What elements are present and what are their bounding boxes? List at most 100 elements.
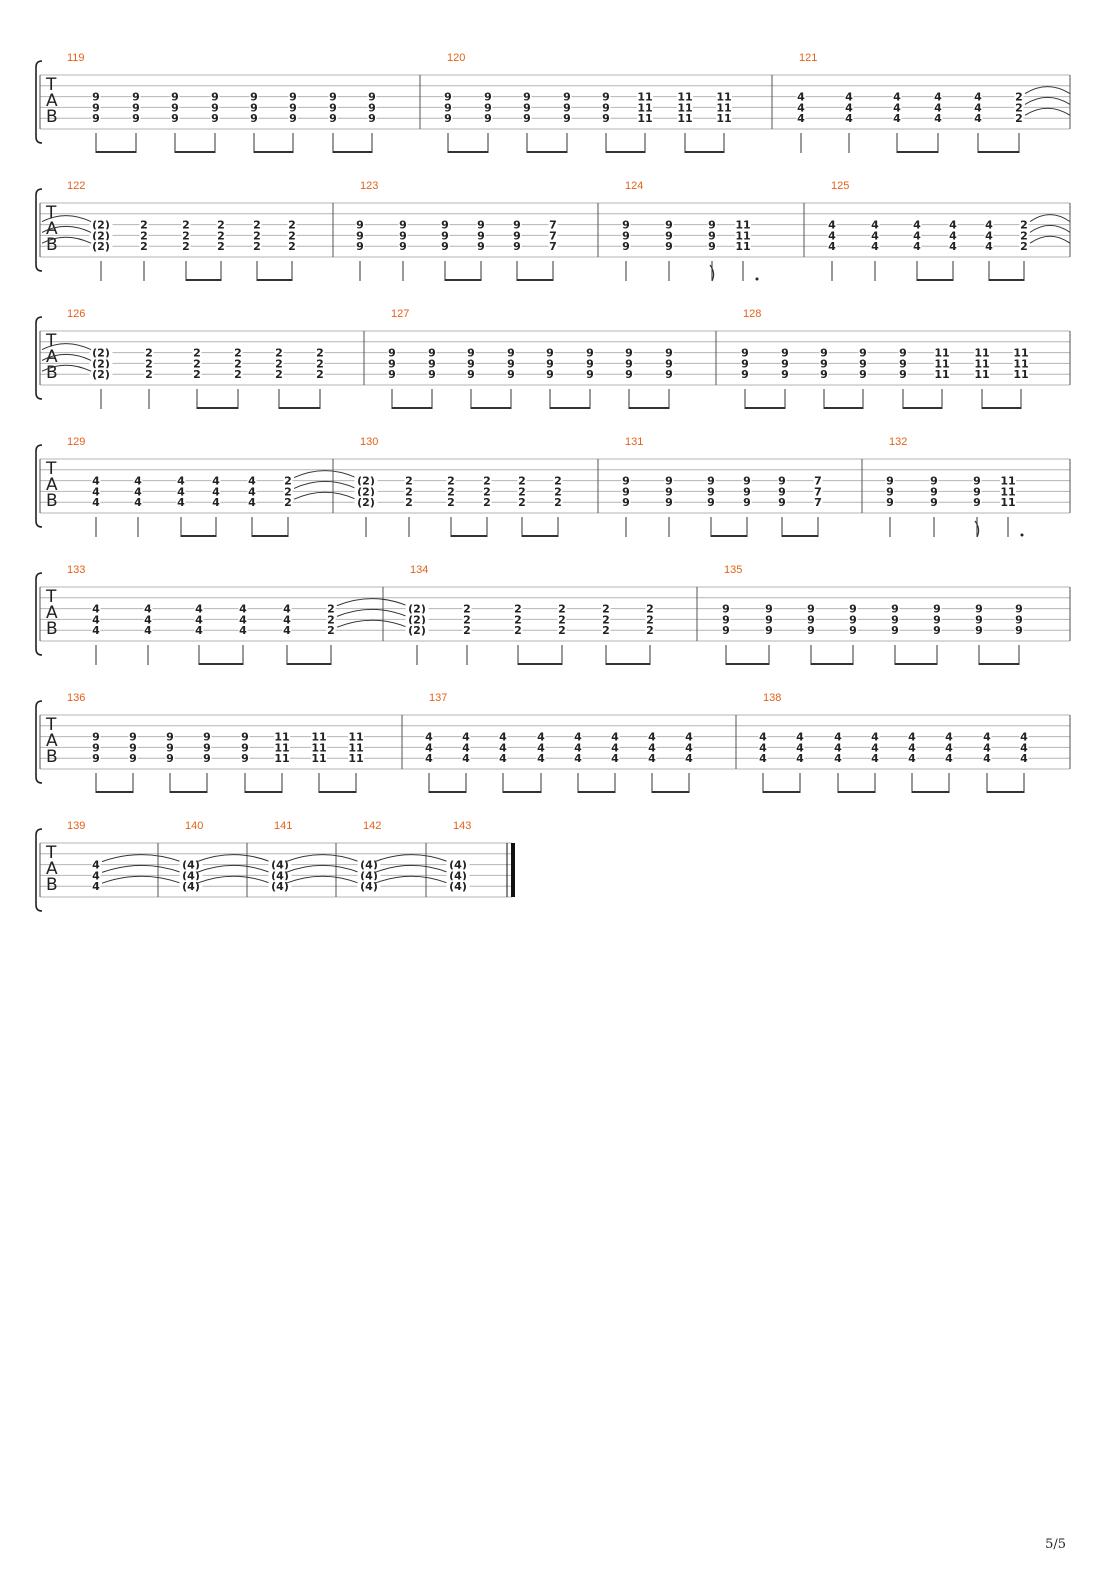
- fret-number: (2): [357, 475, 375, 488]
- fret-background: [89, 229, 113, 241]
- fret-number: (4): [271, 869, 289, 882]
- fret-background: [858, 368, 868, 380]
- fret-number: 9: [399, 229, 407, 242]
- fret-number: 4: [195, 624, 203, 637]
- fret-number: 4: [796, 731, 804, 744]
- tab-clef-letter: B: [46, 107, 58, 127]
- fret-background: [548, 229, 558, 241]
- system-bracket: [35, 316, 43, 400]
- fret-number: 9: [586, 368, 594, 381]
- tab-clef-letter: B: [46, 363, 58, 383]
- fret-background: [735, 229, 751, 241]
- fret-number: 9: [741, 357, 749, 370]
- fret-background: [446, 858, 470, 870]
- fret-number: 4: [1020, 741, 1028, 754]
- fret-number: 9: [707, 496, 715, 509]
- fret-number: 9: [930, 496, 938, 509]
- fret-number: 7: [814, 475, 822, 488]
- fret-number: 9: [563, 101, 571, 114]
- tab-clef-letter: A: [46, 219, 58, 239]
- fret-number: 9: [368, 91, 376, 104]
- fret-number: 4: [871, 240, 879, 253]
- fret-number: 4: [212, 485, 220, 498]
- fret-background: [890, 602, 900, 614]
- fret-number: 4: [144, 613, 152, 626]
- fret-background: [621, 218, 631, 230]
- fret-background: [885, 485, 895, 497]
- fret-number: 9: [625, 368, 633, 381]
- fret-number: 4: [92, 475, 100, 488]
- fret-background: [91, 90, 101, 102]
- fret-number: 2: [514, 613, 522, 626]
- fret-background: [664, 218, 674, 230]
- fret-number: 9: [933, 603, 941, 616]
- fret-number: 4: [834, 731, 842, 744]
- fret-background: [498, 741, 508, 753]
- measure-number: 120: [447, 52, 465, 64]
- fret-background: [440, 229, 450, 241]
- fret-number: 4: [983, 741, 991, 754]
- fret-background: [446, 880, 470, 892]
- fret-background: [91, 474, 101, 486]
- fret-background: [972, 485, 982, 497]
- fret-background: [165, 730, 175, 742]
- fret-background: [252, 240, 262, 252]
- fret-number: 2: [447, 475, 455, 488]
- fret-background: [777, 496, 787, 508]
- fret-number: 11: [311, 741, 326, 754]
- fret-background: [1019, 229, 1029, 241]
- fret-background: [624, 357, 634, 369]
- fret-background: [621, 240, 631, 252]
- fret-number: 9: [132, 112, 140, 125]
- fret-background: [404, 496, 414, 508]
- fret-background: [844, 90, 854, 102]
- fret-number: 4: [983, 752, 991, 765]
- fret-number: 9: [467, 347, 475, 360]
- fret-background: [404, 474, 414, 486]
- fret-background: [91, 624, 101, 636]
- fret-background: [647, 730, 657, 742]
- fret-background: [91, 858, 101, 870]
- fret-background: [506, 368, 516, 380]
- fret-background: [247, 474, 257, 486]
- fret-number: 4: [945, 741, 953, 754]
- fret-background: [858, 357, 868, 369]
- fret-number: 9: [899, 347, 907, 360]
- fret-number: 7: [814, 485, 822, 498]
- fret-number: 9: [399, 240, 407, 253]
- fret-background: [621, 229, 631, 241]
- fret-number: 9: [933, 613, 941, 626]
- fret-background: [89, 346, 113, 358]
- fret-number: 9: [388, 357, 396, 370]
- fret-number: 2: [483, 475, 491, 488]
- fret-background: [133, 496, 143, 508]
- fret-number: 4: [134, 475, 142, 488]
- fret-background: [553, 496, 563, 508]
- fret-background: [706, 485, 716, 497]
- fret-background: [934, 368, 950, 380]
- fret-number: 2: [463, 603, 471, 616]
- fret-number: (2): [92, 347, 110, 360]
- fret-number: 4: [574, 731, 582, 744]
- fret-number: 9: [484, 112, 492, 125]
- fret-number: 11: [637, 112, 652, 125]
- fret-background: [387, 357, 397, 369]
- fret-number: 9: [477, 240, 485, 253]
- fret-background: [972, 474, 982, 486]
- fret-background: [833, 752, 843, 764]
- fret-number: 4: [537, 731, 545, 744]
- fret-number: 9: [586, 347, 594, 360]
- fret-number: 2: [518, 475, 526, 488]
- fret-number: (2): [92, 357, 110, 370]
- fret-background: [610, 752, 620, 764]
- fret-background: [664, 496, 674, 508]
- fret-background: [446, 485, 456, 497]
- fret-number: 9: [289, 91, 297, 104]
- fret-number: 9: [665, 368, 673, 381]
- fret-background: [972, 496, 982, 508]
- fret-number: 4: [144, 624, 152, 637]
- fret-background: [249, 90, 259, 102]
- fret-number: (2): [408, 624, 426, 637]
- fret-background: [133, 474, 143, 486]
- tie-arc: [101, 875, 182, 884]
